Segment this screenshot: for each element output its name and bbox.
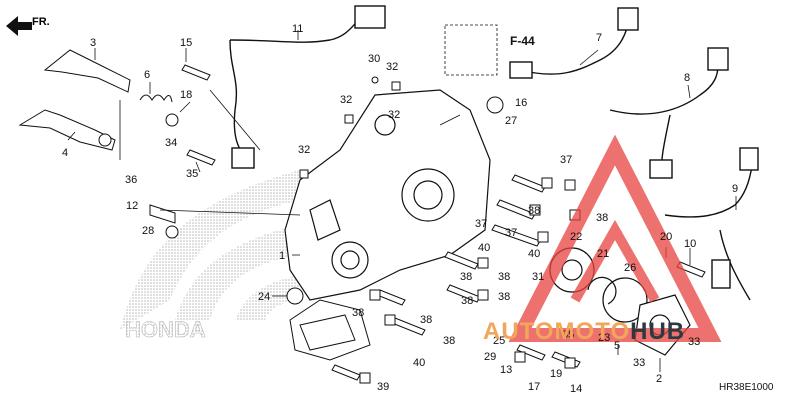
- callout-40b: 40: [478, 242, 490, 254]
- bolts: [149, 64, 706, 384]
- callout-38i: 38: [420, 314, 432, 326]
- callout-29: 29: [484, 351, 496, 363]
- callout-1: 1: [279, 250, 285, 262]
- callout-37b: 37: [505, 227, 517, 239]
- callout-9: 9: [732, 183, 738, 195]
- callout-8: 8: [684, 72, 690, 84]
- lower-housing: [289, 299, 371, 361]
- callout-25: 25: [493, 335, 505, 347]
- callout-35b: 35: [562, 329, 574, 341]
- callout-37a: 37: [475, 218, 487, 230]
- callout-20: 20: [660, 231, 672, 243]
- callout-38c: 38: [596, 212, 608, 224]
- callout-19: 19: [550, 368, 562, 380]
- callout-10: 10: [684, 238, 696, 250]
- wire-harness-8: [609, 47, 729, 179]
- callout-38f: 38: [461, 295, 473, 307]
- callout-27: 27: [505, 115, 517, 127]
- callout-38g: 38: [498, 291, 510, 303]
- callout-39: 39: [377, 381, 389, 393]
- o-ring-26: [602, 277, 648, 323]
- callout-22: 22: [570, 231, 582, 243]
- watermark-part1: AUTOMOTO: [483, 318, 631, 345]
- callout-31: 31: [532, 271, 544, 283]
- callout-13: 13: [500, 364, 512, 376]
- snap-ring-21: [587, 276, 617, 305]
- diagram-code: HR38E1000: [719, 382, 774, 393]
- callout-32a: 32: [386, 61, 398, 73]
- shift-shaft: [18, 49, 131, 151]
- callout-7: 7: [596, 32, 602, 44]
- callout-30: 30: [368, 53, 380, 65]
- callout-4: 4: [62, 147, 68, 159]
- callout-40a: 40: [528, 248, 540, 260]
- callout-18: 18: [180, 89, 192, 101]
- callout-38a: 37: [560, 154, 572, 166]
- callout-26: 26: [624, 262, 636, 274]
- crankcase-cover: [284, 89, 491, 301]
- callout-6: 6: [144, 69, 150, 81]
- callout-24: 24: [258, 291, 270, 303]
- callout-35a: 35: [186, 168, 198, 180]
- callout-32d: 32: [388, 109, 400, 121]
- callout-16: 16: [515, 97, 527, 109]
- honda-logo-text: HONDA: [125, 317, 206, 342]
- callout-38j: 38: [443, 335, 455, 347]
- callout-numbers: 3 4 6 15 18 34 35 36 12 28 1 24 11 30 32…: [62, 23, 738, 395]
- reference-box: [444, 24, 498, 76]
- callout-14: 14: [570, 383, 582, 395]
- wire-harness-11: [229, 5, 386, 169]
- honda-wing-logo: HONDA: [120, 170, 300, 342]
- callout-32c: 32: [298, 144, 310, 156]
- callout-3: 3: [90, 37, 96, 49]
- callout-5: 5: [614, 340, 620, 352]
- callout-33: 34: [165, 137, 177, 149]
- callout-36: 36: [125, 174, 137, 186]
- callout-40c: 40: [413, 357, 425, 369]
- reference-label: F-44: [510, 34, 535, 48]
- callout-28: 28: [142, 225, 154, 237]
- callout-15: 15: [180, 37, 192, 49]
- callout-38d: 38: [460, 271, 472, 283]
- return-spring: [139, 94, 173, 103]
- arrow-left-icon: [6, 16, 32, 36]
- callout-32b: 32: [340, 94, 352, 106]
- callout-2: 2: [656, 373, 662, 385]
- callout-38h: 38: [352, 307, 364, 319]
- watermark-triangle: [508, 134, 722, 342]
- callout-21: 21: [597, 248, 609, 260]
- callout-17: 17: [528, 381, 540, 393]
- direction-label: FR.: [32, 16, 50, 28]
- callout-11: 11: [292, 23, 303, 35]
- watermark-text: AUTOMOTOHUB: [483, 318, 685, 346]
- callout-12: 12: [126, 200, 138, 212]
- callout-23: 23: [598, 332, 610, 344]
- callout-34a: 33: [633, 357, 645, 369]
- watermark-part2: HUB: [630, 318, 686, 345]
- callout-34b: 33: [688, 336, 700, 348]
- callout-38e: 38: [498, 271, 510, 283]
- wire-harness-7: [509, 7, 639, 79]
- wire-harness-9: [664, 147, 759, 301]
- callout-38b: 38: [528, 205, 540, 217]
